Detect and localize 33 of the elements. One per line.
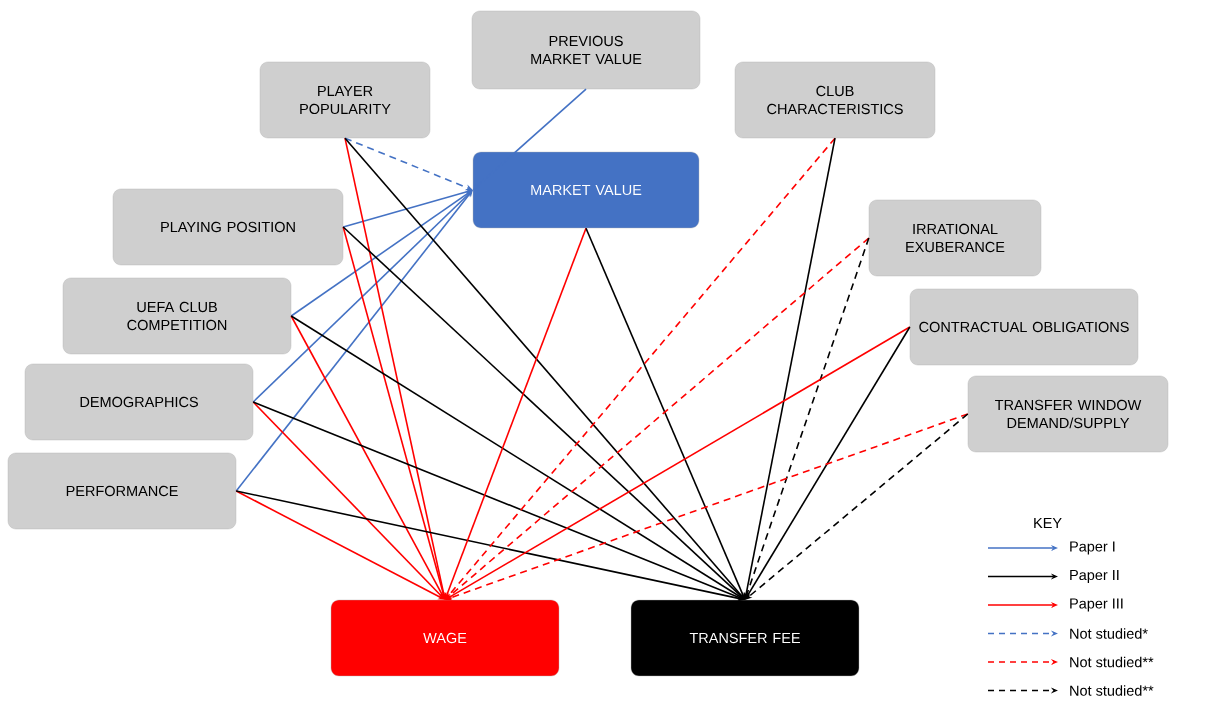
factor-box: PLAYER POPULARITY xyxy=(259,61,431,139)
arrow xyxy=(445,326,911,600)
factor-box: IRRATIONAL EXUBERANCE xyxy=(868,199,1042,277)
arrow xyxy=(252,401,445,600)
arrow xyxy=(745,326,911,600)
factor-box: TRANSFER WINDOW DEMAND/SUPPLY xyxy=(967,375,1169,453)
factor-box: DEMOGRAPHICS xyxy=(24,363,254,441)
arrow xyxy=(290,190,473,317)
legend-text: Paper I xyxy=(1070,541,1115,555)
legend-text: Not studied** xyxy=(1070,685,1154,696)
arrow xyxy=(745,413,969,600)
arrow xyxy=(235,490,445,600)
arrow xyxy=(290,315,445,600)
factor-box: CONTRACTUAL OBLIGATIONS xyxy=(909,288,1139,366)
legend-text: Not studied* xyxy=(1070,628,1148,639)
arrow xyxy=(445,413,969,601)
factor-box: PREVIOUS MARKET VALUE xyxy=(471,10,701,90)
factor-box: UEFA CLUB COMPETITION xyxy=(62,277,292,355)
legend-text: Paper III xyxy=(1070,598,1123,612)
arrow xyxy=(235,190,473,492)
arrow xyxy=(252,401,745,600)
arrow xyxy=(445,137,836,600)
outcome-box: MARKET VALUE xyxy=(472,151,700,229)
arrow xyxy=(252,190,473,403)
key-heading: KEY xyxy=(1034,518,1062,528)
legend-text: Paper II xyxy=(1070,570,1119,583)
arrow xyxy=(445,237,870,600)
factor-box: PERFORMANCE xyxy=(7,452,237,530)
outcome-box: WAGE xyxy=(330,599,560,677)
factor-box: CLUB CHARACTERISTICS xyxy=(734,61,936,139)
outcome-box: TRANSFER FEE xyxy=(630,599,860,677)
legend-text: Not studied** xyxy=(1070,656,1154,668)
factor-box: PLAYING POSITION xyxy=(112,188,344,266)
